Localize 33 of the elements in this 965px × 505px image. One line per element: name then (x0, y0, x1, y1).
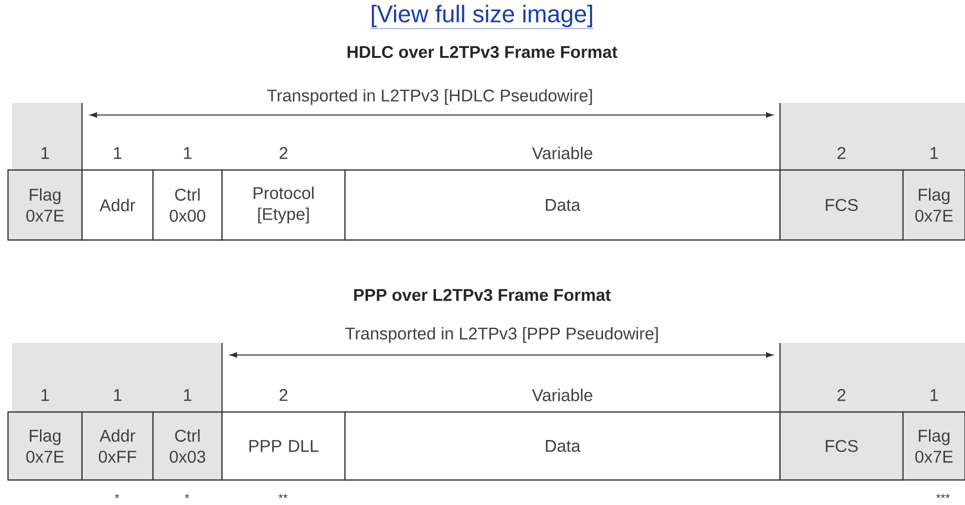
frame-title: HDLC over L2TPv3 Frame Format (348, 46, 618, 58)
span-label: Transported in L2TPv3 [PPP Pseudowire] (345, 327, 658, 343)
size-label: 1 (184, 389, 192, 401)
field-cell: Ctrl 0x00 (152, 169, 223, 241)
field-cell: Flag 0x7E (7, 411, 83, 481)
field-cell: Flag 0x7E (7, 169, 83, 241)
frame-title: PPP over L2TPv3 Frame Format (354, 288, 611, 302)
field-cell: Protocol [Etype] (221, 169, 346, 241)
span-label: Transported in L2TPv3 [HDLC Pseudowire] (267, 89, 592, 105)
size-label: 1 (930, 389, 938, 401)
size-label: 1 (42, 147, 49, 159)
size-label: 2 (280, 389, 288, 401)
size-label: Variable (532, 146, 592, 160)
size-label: 2 (838, 147, 846, 159)
size-label: 1 (114, 389, 122, 401)
size-label: Variable (532, 388, 592, 402)
link: [View full size image] (370, 4, 594, 29)
footnote-mark: * (184, 494, 190, 498)
field-cell: Addr 0xFF (81, 411, 154, 481)
field-cell: Addr (81, 169, 154, 241)
footnote-mark: * (114, 494, 120, 498)
field-cell: Flag 0x7E (902, 411, 965, 481)
size-label: 2 (280, 147, 288, 159)
field-cell: PPP DLL (221, 411, 346, 481)
size-label: 2 (838, 389, 846, 401)
size-label: 1 (114, 147, 122, 159)
footnote-mark: ** (278, 494, 288, 498)
field-cell: Ctrl 0x03 (152, 411, 223, 481)
size-label: 1 (184, 147, 192, 159)
footnote-mark: *** (936, 494, 950, 498)
size-label: 1 (930, 147, 938, 159)
field-cell: Flag 0x7E (902, 169, 965, 241)
size-label: 1 (42, 389, 49, 401)
